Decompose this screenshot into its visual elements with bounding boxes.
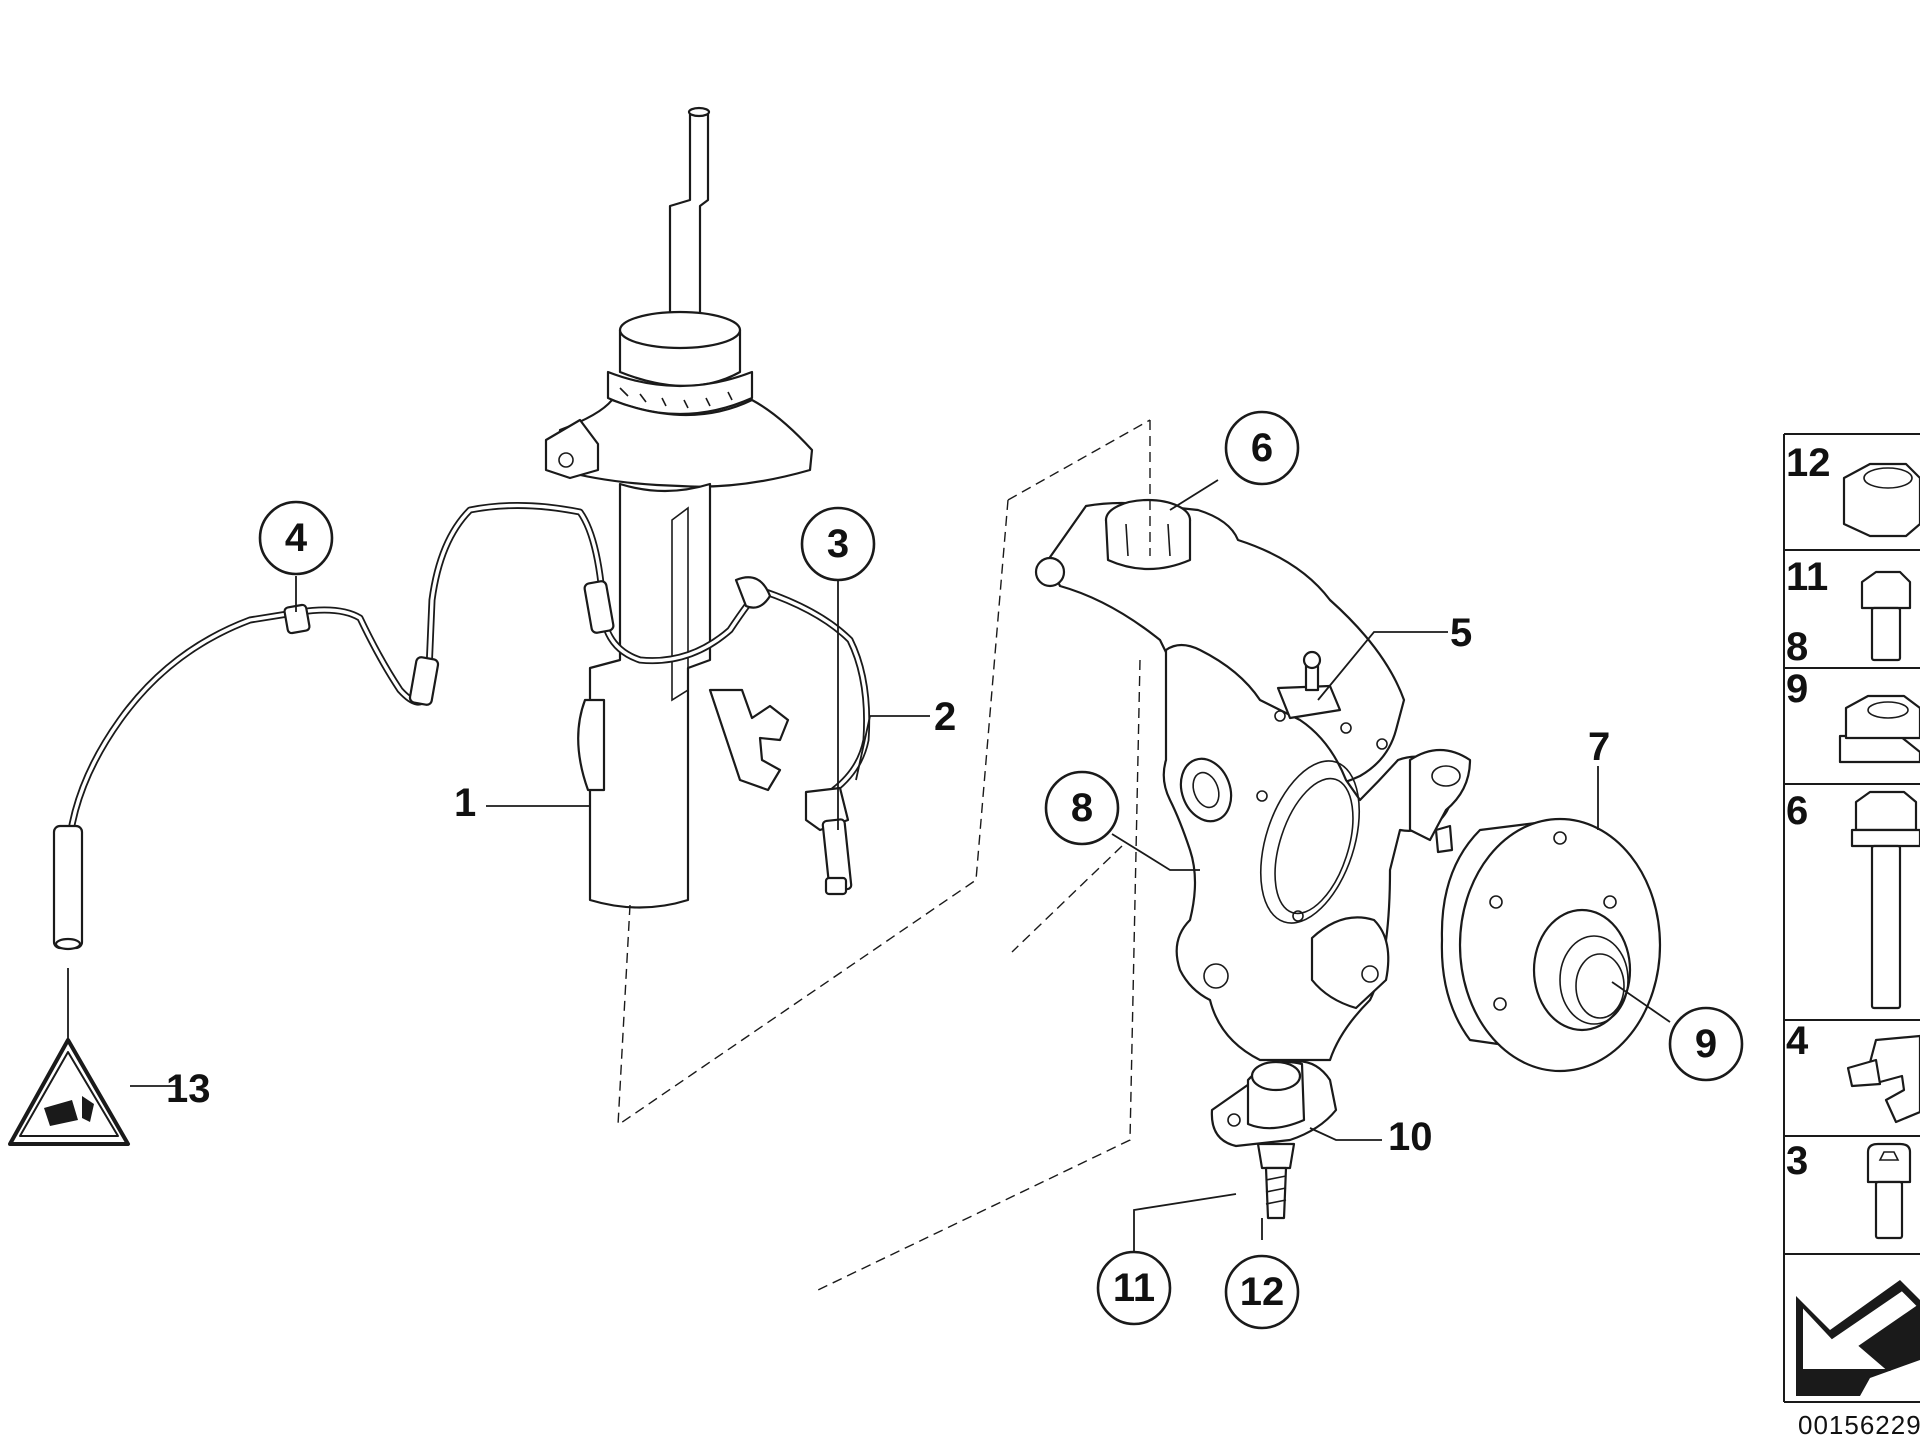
- callout-13: 13: [166, 1067, 211, 1111]
- fastener-side-panel: 12 11 8 9 6 4: [1783, 433, 1920, 1440]
- panel-label-4: 4: [1786, 1019, 1809, 1063]
- leader-lines: [67, 479, 1671, 1260]
- callout-12: 12: [1240, 1270, 1285, 1314]
- panel-label-8: 8: [1786, 625, 1808, 669]
- shock-absorber-strut: [544, 106, 814, 1126]
- direction-arrow-icon: [1796, 1280, 1920, 1396]
- hex-nut-icon: [1842, 462, 1920, 538]
- callout-4: 4: [285, 516, 308, 560]
- warning-triangle-icon: [8, 1038, 130, 1146]
- callout-2: 2: [934, 695, 956, 739]
- wheel-hub: [1440, 817, 1662, 1073]
- callout-5: 5: [1450, 611, 1472, 655]
- panel-label-11: 11: [1786, 555, 1828, 599]
- socket-screw-icon: [1866, 1142, 1912, 1240]
- callout-10: 10: [1388, 1115, 1433, 1159]
- reference-number: 00156229: [1798, 1410, 1920, 1440]
- hex-bolt-icon: [1860, 570, 1912, 662]
- callout-3: 3: [827, 522, 849, 566]
- callout-7: 7: [1588, 725, 1610, 769]
- ball-joint: [817, 659, 1338, 1291]
- long-bolt-icon: [1850, 790, 1920, 1010]
- panel-label-3: 3: [1786, 1139, 1808, 1183]
- cable-clip-icon: [1846, 1034, 1920, 1124]
- callout-6: 6: [1251, 426, 1273, 470]
- callout-8: 8: [1071, 786, 1093, 830]
- collar-nut-icon: [1838, 694, 1920, 764]
- callout-1: 1: [454, 781, 476, 825]
- panel-label-6: 6: [1786, 789, 1808, 833]
- panel-label-12: 12: [1786, 441, 1831, 485]
- callout-labels: 1 2 5 7 10 13 4 3 6 8 9 11 12: [166, 410, 1744, 1330]
- panel-label-9: 9: [1786, 667, 1808, 711]
- steering-knuckle: [617, 419, 1472, 1126]
- callout-9: 9: [1695, 1022, 1717, 1066]
- callout-11: 11: [1113, 1266, 1155, 1310]
- abs-sensor-cable: [52, 501, 871, 951]
